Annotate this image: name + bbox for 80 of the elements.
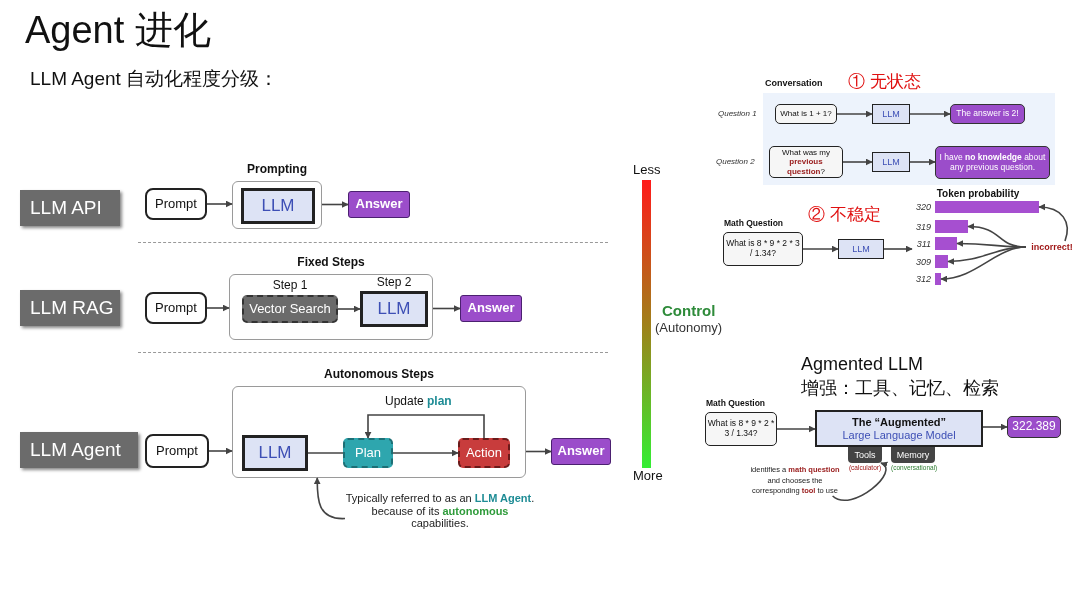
answer-box: The answer is 2! bbox=[950, 104, 1025, 124]
group-title: Math Question bbox=[724, 219, 784, 229]
connector-line bbox=[307, 452, 344, 454]
prompt-box: Prompt bbox=[145, 188, 207, 220]
arrow bbox=[1038, 203, 1068, 242]
side-label: Step 1 bbox=[271, 279, 309, 293]
side-label: Step 2 bbox=[375, 276, 413, 290]
level-tag: LLM API bbox=[20, 190, 120, 226]
llm-box: LLM bbox=[872, 152, 910, 172]
arrow bbox=[776, 425, 816, 433]
side-label: 312 bbox=[914, 273, 931, 285]
group-title: Math Question bbox=[706, 399, 766, 409]
arrow bbox=[836, 110, 873, 118]
group-title: Prompting bbox=[246, 163, 308, 177]
arrow bbox=[321, 201, 349, 208]
action-box: Action bbox=[458, 438, 510, 468]
section-label: ② 不稳定 bbox=[808, 204, 881, 226]
arrow bbox=[842, 158, 873, 166]
box-text: Large Language Model bbox=[842, 428, 956, 442]
box-text: What is 8 * 9 * 2 * 3 / 1.34? bbox=[706, 419, 776, 439]
answer-box: I have no knowledge about any previous question. bbox=[935, 146, 1050, 179]
arrow bbox=[337, 305, 361, 313]
box-text: Tools bbox=[854, 449, 876, 461]
arrow bbox=[940, 246, 1027, 282]
section-label: 增强：工具、记忆、检索 bbox=[801, 377, 999, 400]
arrow bbox=[208, 447, 233, 455]
arrow bbox=[432, 305, 461, 312]
arrow bbox=[883, 245, 913, 253]
arrow bbox=[982, 423, 1008, 431]
model-box bbox=[815, 410, 983, 447]
side-label: 309 bbox=[914, 256, 931, 267]
scale-label: More bbox=[633, 468, 663, 483]
side-label: 320 bbox=[914, 201, 931, 213]
box-text: The “Augmented” bbox=[851, 415, 947, 429]
chart-title: Token probability bbox=[935, 188, 1021, 200]
arrow bbox=[909, 158, 936, 166]
answer-box: Answer bbox=[460, 295, 522, 322]
llm-box: LLM bbox=[241, 188, 315, 224]
answer-box: Answer bbox=[551, 438, 611, 465]
arrow bbox=[206, 304, 230, 312]
arrow bbox=[802, 245, 839, 253]
box-text: LLM bbox=[377, 299, 411, 319]
subtitle: LLM Agent 自动化程度分级： bbox=[30, 67, 279, 91]
arrow bbox=[831, 462, 889, 502]
box-text: Memory bbox=[896, 449, 930, 461]
box-text: What is 8 * 9 * 2 * 3 / 1.34? bbox=[725, 239, 801, 259]
side-label: 311 bbox=[915, 238, 931, 249]
llm-box: LLM bbox=[838, 239, 884, 259]
prompt-box: Prompt bbox=[145, 434, 209, 468]
arrow bbox=[392, 449, 459, 457]
side-label: Question 1 bbox=[718, 109, 757, 119]
group-title: Fixed Steps bbox=[296, 256, 366, 270]
llm-box: LLM bbox=[242, 435, 308, 471]
scale-label: Control bbox=[662, 302, 716, 319]
box-text: What is 1 + 1? bbox=[780, 109, 832, 119]
edge-label: Update plan bbox=[385, 394, 452, 408]
plan-box: Plan bbox=[343, 438, 393, 468]
level-tag: LLM RAG bbox=[20, 290, 120, 326]
annotation-text: incorrect! bbox=[1026, 241, 1078, 253]
arrow bbox=[364, 414, 485, 439]
result-box: 322.389 bbox=[1007, 416, 1061, 438]
side-label: Question 2 bbox=[716, 157, 755, 167]
llm-box: LLM bbox=[872, 104, 910, 124]
arrow bbox=[525, 448, 552, 455]
arrow bbox=[313, 477, 346, 520]
section-label: ① 无状态 bbox=[848, 71, 921, 93]
answer-box: Answer bbox=[348, 191, 410, 218]
box-text: Vector Search bbox=[249, 301, 331, 317]
slide-title: Agent 进化 bbox=[25, 8, 211, 53]
level-tag: LLM Agent bbox=[20, 432, 138, 468]
group-title: Autonomous Steps bbox=[323, 368, 435, 382]
section-label: Agmented LLM bbox=[801, 354, 924, 375]
box-text: What was my previous question? bbox=[781, 148, 831, 176]
prompt-box: Prompt bbox=[145, 292, 207, 324]
scale-label: Less bbox=[633, 162, 661, 177]
scale-label: (Autonomy) bbox=[655, 320, 723, 335]
group-title: Conversation bbox=[765, 78, 823, 89]
side-label: 319 bbox=[914, 221, 931, 232]
arrow bbox=[909, 110, 951, 118]
arrow bbox=[206, 200, 233, 208]
